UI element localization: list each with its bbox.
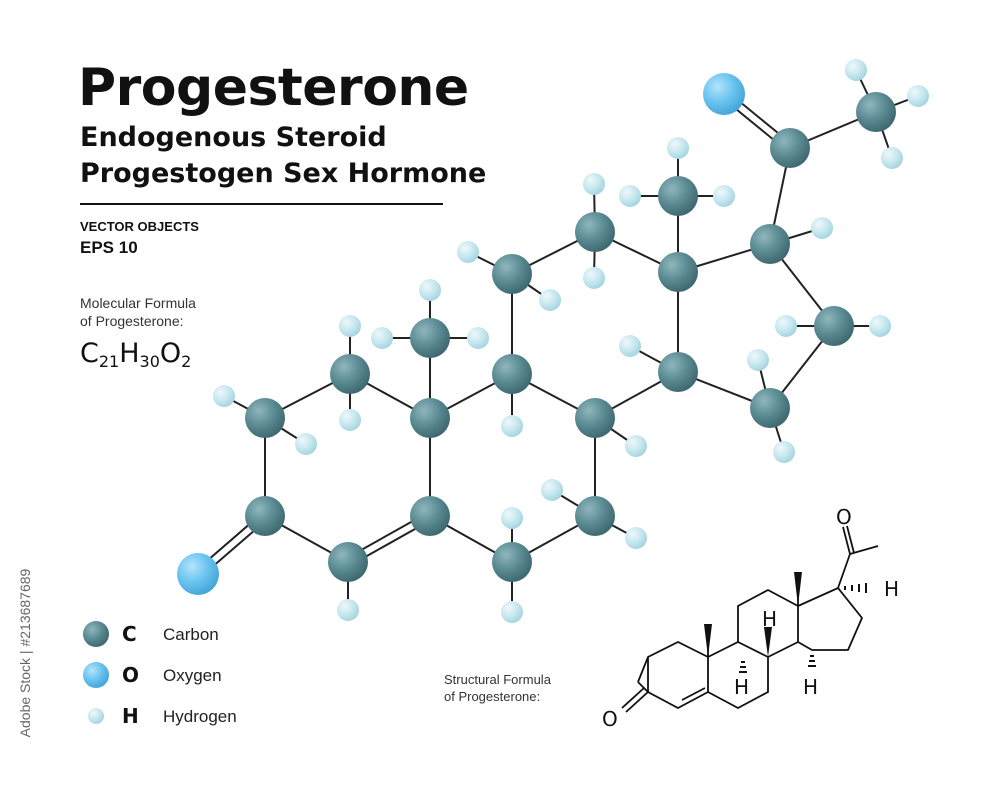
carbon-atom-c7 <box>575 496 615 536</box>
hydrogen-atom <box>213 385 235 407</box>
eps-label: EPS 10 <box>80 238 138 257</box>
hydrogen-atom <box>625 435 647 457</box>
hydrogen-atom <box>583 267 605 289</box>
formula-c: C <box>80 338 99 369</box>
formula-o-count: 2 <box>181 352 192 371</box>
legend-hydrogen-name: Hydrogen <box>163 707 237 726</box>
stock-id-text: Adobe Stock | #213687689 <box>17 568 33 738</box>
hydrogen-atom <box>419 279 441 301</box>
structural-formula <box>621 525 879 713</box>
carbon-atom-c13 <box>658 252 698 292</box>
formula-c-count: 21 <box>98 352 120 371</box>
carbon-atom-c8 <box>575 398 615 438</box>
carbon-atom-c2 <box>245 398 285 438</box>
carbon-atom-c4 <box>328 542 368 582</box>
structural-hydrogen-17: H <box>884 577 899 601</box>
hydrogen-atom <box>337 599 359 621</box>
carbon-atom-c1 <box>330 354 370 394</box>
hydrogen-atom <box>747 349 769 371</box>
legend-carbon-ball <box>83 621 109 647</box>
structural-hydrogen-14: H <box>803 675 818 699</box>
hydrogen-atom <box>845 59 867 81</box>
legend-hydrogen-symbol: H <box>122 704 139 728</box>
formula-h: H <box>119 338 140 369</box>
structural-oxygen-left: O <box>602 707 618 731</box>
subtitle-line-1: Endogenous Steroid <box>80 122 387 153</box>
carbon-atom-c18 <box>658 176 698 216</box>
wedge-bond-h8 <box>764 627 772 657</box>
legend-carbon-name: Carbon <box>163 625 219 644</box>
formula-o: O <box>159 338 182 369</box>
carbon-atom-c17 <box>750 224 790 264</box>
heavy-atoms <box>177 73 896 595</box>
carbon-atom-c6 <box>492 542 532 582</box>
hydrogen-atom <box>625 527 647 549</box>
carbon-atom-c15 <box>750 388 790 428</box>
oxygen-atom-o3 <box>177 553 219 595</box>
carbon-atom-c14 <box>658 352 698 392</box>
hydrogen-atom <box>539 289 561 311</box>
hydrogen-atom <box>371 327 393 349</box>
hydrogen-atom <box>501 415 523 437</box>
subtitle-line-2: Progestogen Sex Hormone <box>80 158 487 189</box>
page-title: Progesterone <box>78 58 469 118</box>
carbon-atom-c19 <box>410 318 450 358</box>
structural-oxygen-top: O <box>836 505 852 529</box>
carbon-atom-c3 <box>245 496 285 536</box>
molecular-formula-label-2: of Progesterone: <box>80 313 184 329</box>
stereo-hash-bonds <box>739 583 867 673</box>
hydrogen-atom <box>501 601 523 623</box>
wedge-bond-c18 <box>794 572 802 606</box>
title-divider <box>80 203 443 205</box>
carbon-atom-c10 <box>410 398 450 438</box>
oxygen-atom-o20 <box>703 73 745 115</box>
hydrogen-atom <box>811 217 833 239</box>
hydrogen-atom <box>713 185 735 207</box>
hydrogen-atom <box>501 507 523 529</box>
structural-hydrogen-9: H <box>734 675 749 699</box>
hydrogen-atom <box>773 441 795 463</box>
hydrogen-atom <box>583 173 605 195</box>
carbon-atom-c20 <box>770 128 810 168</box>
hydrogen-atom <box>881 147 903 169</box>
legend-oxygen-name: Oxygen <box>163 666 222 685</box>
hydrogen-atom <box>619 335 641 357</box>
hydrogen-atom <box>339 409 361 431</box>
structural-formula-label-2: of Progesterone: <box>444 689 541 704</box>
formula-h-count: 30 <box>139 352 160 371</box>
hydrogen-atom <box>295 433 317 455</box>
vector-objects-label: VECTOR OBJECTS <box>80 219 199 234</box>
carbon-atom-c21 <box>856 92 896 132</box>
stock-watermark: Adobe Stock | #213687689 <box>0 540 34 780</box>
carbon-atom-c12 <box>575 212 615 252</box>
hydrogen-atom <box>541 479 563 501</box>
hydrogen-atom <box>339 315 361 337</box>
structural-formula-label-1: Structural Formula <box>444 672 551 687</box>
carbon-atom-c11 <box>492 254 532 294</box>
legend-oxygen-ball <box>83 662 109 688</box>
legend-hydrogen-ball <box>88 708 104 724</box>
molecular-formula: C21H30O2 <box>80 338 191 371</box>
hydrogen-atom <box>907 85 929 107</box>
carbon-atom-c5 <box>410 496 450 536</box>
carbon-atom-c9 <box>492 354 532 394</box>
hydrogen-atom <box>775 315 797 337</box>
hydrogen-atom <box>869 315 891 337</box>
hydrogen-atom <box>457 241 479 263</box>
hydrogen-atoms <box>213 59 929 623</box>
hydrogen-atom <box>467 327 489 349</box>
hydrogen-atom <box>619 185 641 207</box>
carbon-atom-c16 <box>814 306 854 346</box>
hydrogen-atom <box>667 137 689 159</box>
molecular-formula-label-1: Molecular Formula <box>80 295 196 311</box>
legend-oxygen-symbol: O <box>122 663 140 687</box>
wedge-bond-c19 <box>704 624 712 657</box>
structural-hydrogen-8: H <box>762 607 777 631</box>
legend-carbon-symbol: C <box>122 622 137 646</box>
